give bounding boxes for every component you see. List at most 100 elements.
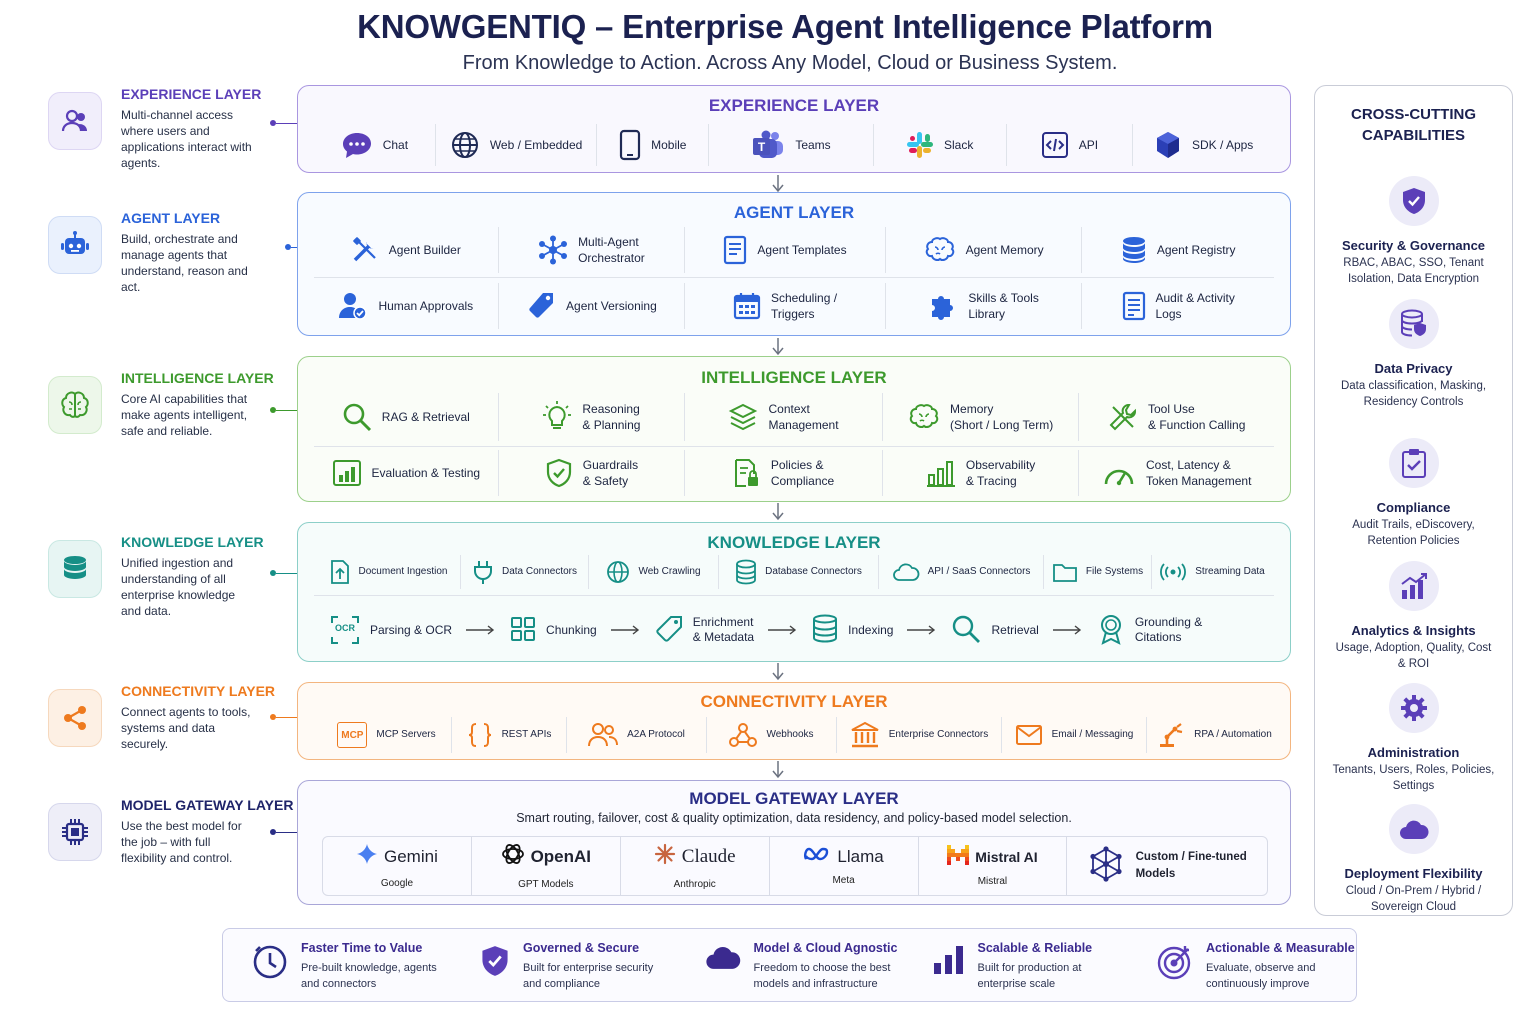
- evaluation-testing: Evaluation & Testing: [314, 450, 499, 496]
- model-claude: Claude Anthropic: [621, 837, 770, 895]
- user-check-icon: [338, 291, 368, 321]
- email-messaging: Email / Messaging: [1002, 717, 1147, 753]
- plug-icon: [472, 559, 494, 585]
- tag-icon: [655, 615, 683, 646]
- puzzle-icon: [928, 291, 958, 321]
- a2a-protocol: A2A Protocol: [567, 717, 707, 753]
- mcp-servers: MCP MCP Servers: [322, 717, 452, 753]
- multi-agent-orchestrator: Multi-Agent Orchestrator: [499, 227, 686, 273]
- layers-icon: [728, 402, 758, 432]
- rag-retrieval: RAG & Retrieval: [314, 393, 499, 441]
- policies-compliance: Policies & Compliance: [685, 450, 883, 496]
- database-icon: [735, 559, 757, 585]
- model-custom-fine-tuned: Custom / Fine-tuned Models: [1067, 837, 1267, 895]
- ocr-icon: OCR: [330, 615, 360, 645]
- model-llama: Llama Meta: [770, 837, 919, 895]
- bar-chart-icon: [926, 459, 956, 487]
- broadcast-icon: [1159, 561, 1187, 583]
- left-model-gateway-layer: MODEL GATEWAY LAYER Use the best model f…: [48, 797, 298, 887]
- database-icon: [812, 614, 838, 647]
- database-icon: [48, 540, 102, 598]
- rpa-automation: RPA / Automation: [1147, 717, 1282, 753]
- pipeline-indexing: Indexing: [812, 614, 893, 647]
- agent-builder: Agent Builder: [314, 227, 499, 273]
- page-subtitle: From Knowledge to Action. Across Any Mod…: [462, 52, 1118, 74]
- cloud-icon: [892, 561, 920, 583]
- left-knowledge-layer: KNOWLEDGE LAYER Unified ingestion and un…: [48, 534, 298, 624]
- guardrails-safety: Guardrails & Safety: [499, 450, 686, 496]
- channel-api: API: [1007, 124, 1134, 166]
- model-list: Gemini Google OpenAI GPT Models Claude A…: [322, 836, 1268, 896]
- cube-icon: [1154, 130, 1182, 160]
- source-streaming-data: Streaming Data: [1152, 555, 1272, 589]
- shield-check-icon: [545, 458, 573, 488]
- left-layer-text: Build, orchestrate and manage agents tha…: [121, 232, 248, 294]
- award-icon: [1097, 613, 1125, 648]
- layer-title: EXPERIENCE LAYER: [708, 96, 880, 115]
- experience-layer: EXPERIENCE LAYER Chat Web / Embedded Mob…: [297, 85, 1291, 173]
- svg-text:T: T: [758, 140, 766, 154]
- search-icon: [951, 614, 981, 647]
- wrench-icon: [1108, 402, 1138, 432]
- scheduling-triggers: Scheduling / Triggers: [685, 283, 886, 329]
- left-experience-layer: EXPERIENCE LAYER Multi-channel access wh…: [48, 86, 298, 176]
- share-icon: [48, 689, 102, 747]
- pipeline-parsing-ocr: OCR Parsing & OCR: [330, 615, 452, 645]
- observability-tracing: Observability & Tracing: [883, 450, 1080, 496]
- users-icon: [48, 92, 102, 150]
- audit-activity-logs: Audit & Activity Logs: [1082, 283, 1274, 329]
- cloud-icon: [704, 943, 742, 976]
- left-layer-title: KNOWLEDGE LAYER: [121, 534, 264, 550]
- bar-chart-icon: [932, 943, 966, 980]
- gemini-icon: [356, 843, 378, 870]
- left-layer-text: Use the best model for the job – with fu…: [121, 819, 242, 865]
- agent-versioning: Agent Versioning: [499, 283, 686, 329]
- model-gemini: Gemini Google: [323, 837, 472, 895]
- pipeline-retrieval: Retrieval: [951, 614, 1039, 647]
- gear-icon: [1388, 683, 1439, 733]
- code-icon: [1041, 131, 1069, 159]
- users-icon: [588, 722, 619, 748]
- meta-icon: [803, 846, 831, 867]
- arrow-right-icon: [610, 625, 639, 635]
- reasoning-planning: Reasoning & Planning: [499, 393, 686, 441]
- left-layer-title: MODEL GATEWAY LAYER: [121, 797, 294, 813]
- database-icon: [1121, 235, 1147, 265]
- document-lock-icon: [733, 458, 761, 488]
- robot-icon: [48, 216, 102, 274]
- left-intelligence-layer: INTELLIGENCE LAYER Core AI capabilities …: [48, 370, 298, 460]
- webhook-icon: [729, 722, 758, 748]
- brain-icon: [908, 403, 940, 431]
- database-lock-icon: [1388, 299, 1439, 349]
- memory-short-long-term: Memory (Short / Long Term): [883, 393, 1080, 441]
- arrow-right-icon: [907, 625, 936, 635]
- chat-icon: [341, 130, 373, 160]
- network-icon: [538, 235, 568, 265]
- cost-latency-token: Cost, Latency & Token Management: [1079, 450, 1274, 496]
- shield-check-icon: [479, 943, 511, 984]
- enterprise-connectors: Enterprise Connectors: [837, 717, 1002, 753]
- tool-use-function-calling: Tool Use & Function Calling: [1079, 393, 1274, 441]
- layer-title: INTELLIGENCE LAYER: [701, 368, 887, 387]
- log-icon: [1122, 291, 1146, 321]
- slack-icon: [906, 131, 934, 159]
- left-layer-text: Core AI capabilities that make agents in…: [121, 392, 248, 438]
- pipeline-chunking: Chunking: [510, 616, 597, 645]
- source-web-crawling: Web Crawling: [589, 555, 719, 589]
- mail-icon: [1015, 724, 1043, 746]
- network-icon: [1088, 845, 1124, 887]
- page-title: KNOWGENTIQ – Enterprise Agent Intelligen…: [357, 8, 1213, 45]
- target-icon: [1156, 943, 1194, 986]
- channel-mobile: Mobile: [597, 124, 710, 166]
- gateway-subtitle: Smart routing, failover, cost & quality …: [516, 811, 1072, 825]
- model-gateway-layer: MODEL GATEWAY LAYER Smart routing, failo…: [297, 780, 1291, 905]
- layer-title: AGENT LAYER: [733, 203, 855, 222]
- phone-icon: [619, 129, 641, 161]
- lightbulb-icon: [542, 401, 572, 433]
- channel-web-embedded: Web / Embedded: [436, 124, 598, 166]
- mistral-icon: [947, 845, 970, 868]
- cap-analytics-insights: Analytics & Insights Usage, Adoption, Qu…: [1315, 561, 1512, 672]
- brain-icon: [924, 236, 956, 264]
